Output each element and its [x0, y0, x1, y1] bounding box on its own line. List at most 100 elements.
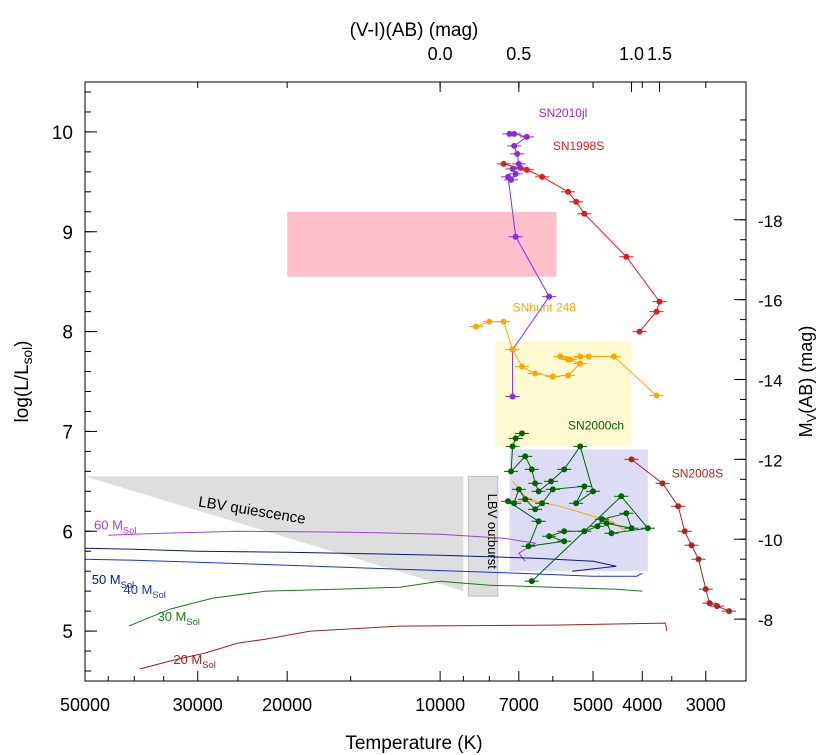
sn1998s-point — [623, 253, 630, 260]
sn2000ch-point — [546, 533, 553, 540]
sn2010jl-point — [511, 142, 518, 149]
right-tick-label: -18 — [758, 212, 783, 231]
right-tick-label: -14 — [758, 372, 783, 391]
snhunt-248-point — [486, 318, 493, 325]
y-tick-label: 10 — [52, 123, 73, 144]
x-axis-label: Temperature (K) — [345, 733, 482, 754]
right-tick-label: -10 — [758, 531, 783, 550]
x-tick-label: 20000 — [262, 695, 312, 715]
sn2000ch-point — [508, 468, 515, 475]
lbv-outburst-label: LBV outburst — [485, 494, 500, 570]
sn2000ch-point — [573, 500, 580, 507]
right-tick-label: -8 — [758, 611, 773, 630]
y-tick-label: 6 — [62, 522, 73, 543]
sn2010jl-point — [546, 293, 553, 300]
snhunt-248-point — [509, 346, 516, 353]
plot-frame — [84, 81, 747, 682]
snhunt-248-point — [577, 360, 584, 367]
right-tick-label: -16 — [758, 292, 783, 311]
sn2000ch-point — [528, 466, 535, 473]
snhunt-248-point — [549, 373, 556, 380]
x-tick-label: 7000 — [499, 695, 539, 715]
sn2008s-point — [688, 542, 695, 549]
top-tick-label: 1.0 — [619, 44, 644, 64]
sn2000ch-point — [561, 538, 568, 545]
snhunt-248-point — [472, 323, 479, 330]
sn2008s-point — [628, 456, 635, 463]
track-20-msol — [139, 622, 668, 670]
sn2000ch-point — [547, 478, 554, 485]
snhunt-248-point — [500, 318, 507, 325]
track-30-msol — [128, 580, 643, 627]
snhunt-248-point — [565, 372, 572, 379]
y-axis-label: log(L/Lsol) — [12, 341, 35, 423]
evolutionary-tracks — [84, 530, 668, 670]
sn2008s-point — [714, 603, 721, 610]
snhunt-extra-segment — [509, 500, 627, 532]
sn1998s-point — [653, 308, 660, 315]
sn2000ch-point — [535, 488, 542, 495]
track-label-40: 40 MSol — [123, 582, 165, 600]
sn2000ch-point — [561, 466, 568, 473]
top-tick-label: 0.0 — [428, 44, 453, 64]
sn1998s-point — [581, 210, 588, 217]
sn2008s-point — [675, 503, 682, 510]
snhunt-248-point — [653, 392, 660, 399]
sn2000ch-point — [561, 528, 568, 535]
snhunt-248-point — [610, 353, 617, 360]
sn2008s-line — [631, 459, 730, 612]
sn2000ch-point — [509, 443, 516, 450]
top-tick-label: 1.5 — [647, 44, 672, 64]
sn2000ch-point — [518, 430, 525, 437]
sn2000ch-point — [577, 443, 584, 450]
sn2000ch-point — [594, 523, 601, 530]
sn2010jl-point — [509, 165, 516, 172]
sn2010jl-point — [511, 130, 518, 137]
x-tick-label: 10000 — [415, 695, 465, 715]
sn2010jl-point — [509, 393, 516, 400]
sn2000ch-point — [522, 453, 529, 460]
sn1998s-point — [565, 188, 572, 195]
sn2000ch-point — [522, 496, 529, 503]
y-tick-label: 8 — [62, 323, 73, 344]
x-tick-label: 50000 — [60, 695, 110, 715]
sn2008s-point — [659, 480, 666, 487]
snhunt-248-point — [518, 363, 525, 370]
label-snhunt-248: SNhunt 248 — [513, 301, 577, 315]
sn2010jl-point — [512, 233, 519, 240]
snhunt-248-point — [532, 370, 539, 377]
sn2010jl-point — [505, 173, 512, 180]
sn1998s-point — [523, 166, 530, 173]
track-50-msol — [84, 547, 617, 572]
sn2010jl-point — [514, 150, 521, 157]
track-40-msol — [84, 558, 643, 577]
sn2008s-point — [681, 528, 688, 535]
sn2000ch-point — [644, 525, 651, 532]
sn2000ch-point — [539, 500, 546, 507]
sn2000ch-point — [608, 530, 615, 537]
sn2000ch-point — [515, 486, 522, 493]
x-tick-label: 4000 — [622, 695, 662, 715]
sn2000ch-point — [590, 488, 597, 495]
track-label-30: 30 MSol — [157, 609, 199, 627]
track-label-60: 60 MSol — [94, 517, 136, 535]
sn2008s-point — [726, 608, 733, 615]
sn2000ch-point — [581, 483, 588, 490]
sn1998s-point — [656, 298, 663, 305]
label-sn1998s: SN1998S — [553, 139, 604, 153]
y-tick-label: 9 — [62, 223, 73, 244]
x-tick-label: 3000 — [686, 695, 726, 715]
label-sn2010jl: SN2010jl — [539, 106, 588, 120]
sn2008s-point — [695, 556, 702, 563]
sn2000ch-point — [599, 516, 606, 523]
sn1998s-line — [503, 163, 661, 332]
snhunt-248-point — [557, 353, 564, 360]
sn-series — [468, 130, 737, 615]
track-label-50: 50 MSol — [92, 572, 134, 590]
track-60-msol — [108, 530, 537, 562]
sn1998s-point — [573, 198, 580, 205]
sn2010jl-point — [523, 133, 530, 140]
